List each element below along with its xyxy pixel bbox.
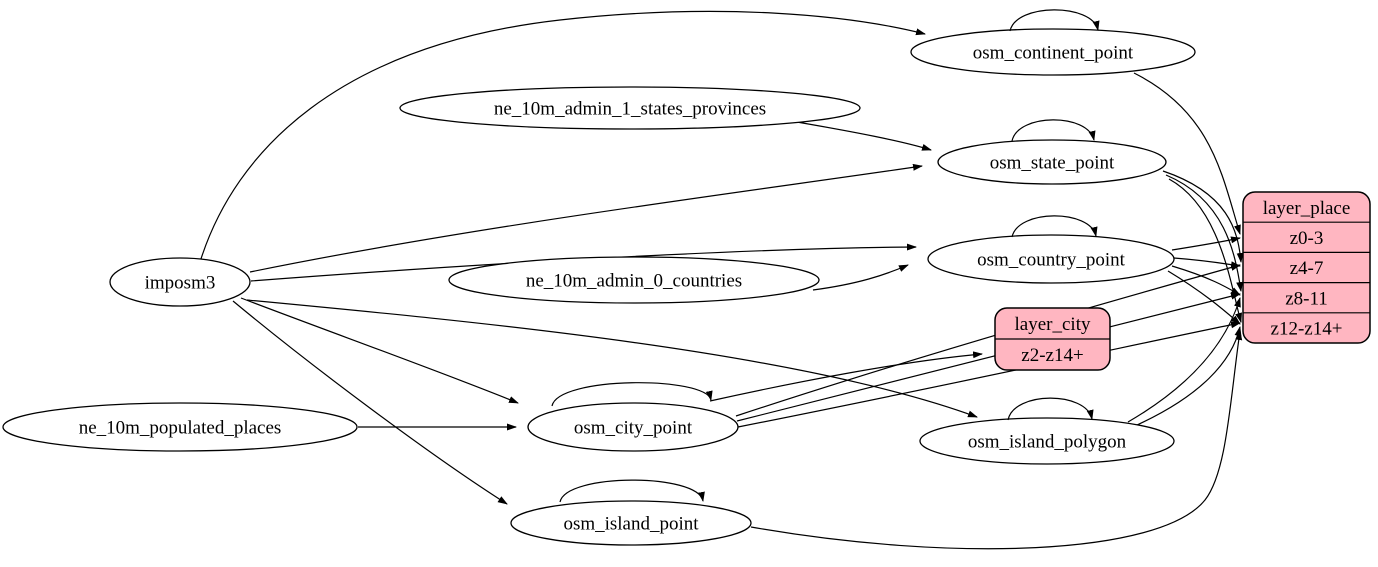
record-nodes-layer: layer_place z0-3 z4-7 z8-11 z12-z14+ layer_ci… bbox=[994, 191, 1371, 371]
node-shape-osm_island_polygon bbox=[919, 417, 1175, 465]
edge-imposm3-to-osm_state_point bbox=[249, 163, 923, 273]
node-label-imposm3: imposm3 bbox=[145, 273, 216, 294]
self-loop-osm_state_point bbox=[1011, 119, 1096, 142]
record-row-layer_place-z0-3: z0-3 bbox=[1290, 228, 1324, 249]
node-label-osm_island_point: osm_island_point bbox=[563, 514, 699, 535]
edge-ne_10m_admin_1_states_provinces-to-osm_state_point bbox=[790, 120, 932, 151]
node-shape-osm_country_point bbox=[927, 234, 1175, 284]
edge-osm_continent_point-to-layer_place-z0-3 bbox=[1133, 72, 1241, 235]
edge-osm_country_point-to-layer_place-z4-7 bbox=[1173, 257, 1241, 269]
edge-osm_country_point-to-layer_place-z0-3 bbox=[1171, 236, 1241, 251]
record-row-layer_city-z2-z14+: z2-z14+ bbox=[1021, 345, 1083, 366]
node-label-ne_10m_populated_places: ne_10m_populated_places bbox=[79, 418, 282, 439]
edge-ne_10m_admin_0_countries-to-osm_country_point bbox=[812, 264, 909, 291]
record-row-layer_place-z8-11: z8-11 bbox=[1285, 288, 1328, 309]
node-shape-ne_10m_admin_0_countries bbox=[448, 256, 820, 304]
ellipse-nodes-layer: imposm3 ne_10m_admin_1_states_provincesne… bbox=[2, 28, 1196, 546]
edge-osm_state_point-to-layer_place-z8-11 bbox=[1165, 174, 1244, 292]
node-ne_10m_admin_0_countries: ne_10m_admin_0_countries bbox=[448, 256, 820, 304]
record-shape-layer_place bbox=[1242, 191, 1371, 344]
node-label-osm_continent_point: osm_continent_point bbox=[973, 43, 1134, 64]
edge-osm_city_point-to-layer_place-z4-7 bbox=[735, 264, 1241, 417]
node-shape-osm_continent_point bbox=[910, 28, 1196, 76]
node-ne_10m_admin_1_states_provinces: ne_10m_admin_1_states_provinces bbox=[399, 86, 861, 130]
node-label-osm_city_point: osm_city_point bbox=[574, 418, 693, 439]
node-ne_10m_populated_places: ne_10m_populated_places bbox=[2, 402, 358, 452]
edge-osm_state_point-to-layer_place-z4-7 bbox=[1162, 170, 1244, 263]
node-osm_island_point: osm_island_point bbox=[510, 500, 752, 546]
record-layer_city: layer_city z2-z14+ bbox=[994, 307, 1111, 371]
edge-osm_island_polygon-to-layer_place-z8-11 bbox=[1127, 297, 1241, 423]
node-label-ne_10m_admin_1_states_provinces: ne_10m_admin_1_states_provinces bbox=[494, 99, 766, 120]
record-row-layer_city-title: layer_city bbox=[1015, 314, 1091, 335]
node-shape-ne_10m_admin_1_states_provinces bbox=[399, 86, 861, 130]
node-osm_state_point: osm_state_point bbox=[937, 139, 1167, 185]
node-osm_continent_point: osm_continent_point bbox=[910, 28, 1196, 76]
edge-imposm3-to-osm_island_polygon bbox=[246, 299, 978, 418]
node-shape-osm_city_point bbox=[527, 402, 739, 452]
edge-imposm3-to-osm_city_point bbox=[240, 297, 519, 404]
node-osm_country_point: osm_country_point bbox=[927, 234, 1175, 284]
self-loop-osm_city_point bbox=[551, 382, 713, 407]
node-shape-imposm3 bbox=[109, 257, 251, 307]
node-osm_island_polygon: osm_island_polygon bbox=[919, 417, 1175, 465]
record-row-layer_place-title: layer_place bbox=[1263, 198, 1351, 219]
self-loops-layer bbox=[551, 9, 1100, 503]
record-row-layer_place-z12-z14+: z12-z14+ bbox=[1271, 319, 1343, 340]
edge-osm_city_point-to-layer_city-z2-z14+ bbox=[709, 351, 983, 402]
self-loop-osm_continent_point bbox=[1009, 9, 1100, 32]
self-loop-osm_country_point bbox=[1011, 215, 1098, 238]
node-shape-ne_10m_populated_places bbox=[2, 402, 358, 452]
node-label-osm_island_polygon: osm_island_polygon bbox=[968, 432, 1127, 453]
record-layer_place: layer_place z0-3 z4-7 z8-11 z12-z14+ bbox=[1242, 191, 1371, 344]
edge-osm_city_point-to-layer_place-z8-11 bbox=[736, 292, 1241, 422]
node-shape-osm_island_point bbox=[510, 500, 752, 546]
self-loop-osm_island_point bbox=[559, 479, 705, 503]
edge-osm_island_point-to-layer_place-z12-z14+ bbox=[750, 330, 1243, 550]
node-imposm3: imposm3 bbox=[109, 257, 251, 307]
record-row-layer_place-z4-7: z4-7 bbox=[1290, 258, 1324, 279]
edge-imposm3-to-osm_continent_point bbox=[199, 10, 926, 263]
node-osm_city_point: osm_city_point bbox=[527, 402, 739, 452]
edge-osm_country_point-to-layer_place-z12-z14+ bbox=[1167, 270, 1241, 325]
node-label-osm_country_point: osm_country_point bbox=[977, 250, 1125, 271]
node-label-ne_10m_admin_0_countries: ne_10m_admin_0_countries bbox=[526, 271, 742, 292]
node-label-osm_state_point: osm_state_point bbox=[990, 153, 1115, 174]
edge-imposm3-to-osm_island_point bbox=[232, 300, 508, 505]
node-shape-osm_state_point bbox=[937, 139, 1167, 185]
self-loop-osm_island_polygon bbox=[1007, 397, 1094, 421]
